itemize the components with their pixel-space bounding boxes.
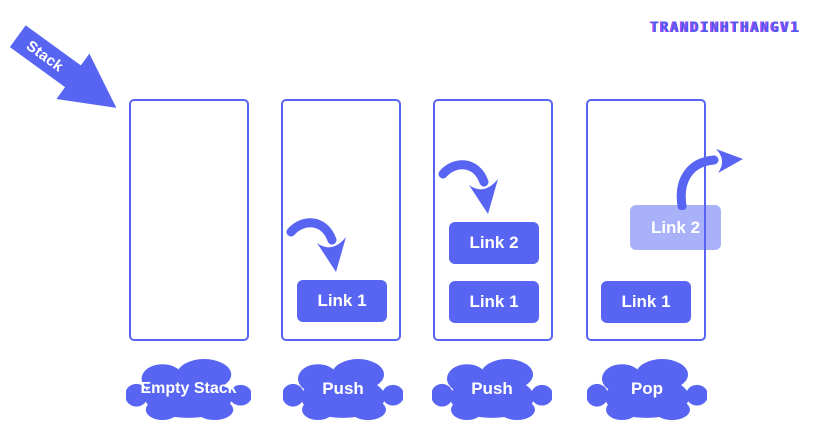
- stack-container-push2: [433, 99, 553, 341]
- caption-label: Push: [322, 379, 364, 398]
- caption-label: Pop: [630, 379, 664, 398]
- caption-cloud-push: Push: [283, 358, 403, 420]
- cloud-icon: [283, 359, 403, 420]
- push-arrow-icon: [438, 160, 498, 214]
- stack-item-link1: Link 1: [297, 280, 387, 322]
- pop-arrow-icon: [676, 149, 743, 210]
- cloud-icon: [587, 359, 707, 420]
- caption-cloud-empty-stack: Empty Stack: [126, 358, 251, 420]
- caption-label: Empty Stack: [140, 380, 237, 397]
- caption-label: Push: [471, 379, 513, 398]
- stack-title-label: Stack: [23, 36, 67, 76]
- stack-container-pop: [586, 99, 706, 341]
- stack-title-arrow: Stack: [1, 13, 133, 130]
- stack-item-link1: Link 1: [601, 281, 691, 323]
- stack-item-link2: Link 2: [449, 222, 539, 264]
- push-arrow-icon: [286, 218, 346, 272]
- caption-cloud-pop: Pop: [587, 358, 707, 420]
- watermark-text: TRANDINHTHANGV1: [650, 20, 801, 36]
- stack-item-link1: Link 1: [449, 281, 539, 323]
- stack-container-empty: [129, 99, 249, 341]
- caption-cloud-push: Push: [432, 358, 552, 420]
- stack-container-push1: [281, 99, 401, 341]
- cloud-icon: [432, 359, 552, 420]
- cloud-icon: [126, 359, 251, 420]
